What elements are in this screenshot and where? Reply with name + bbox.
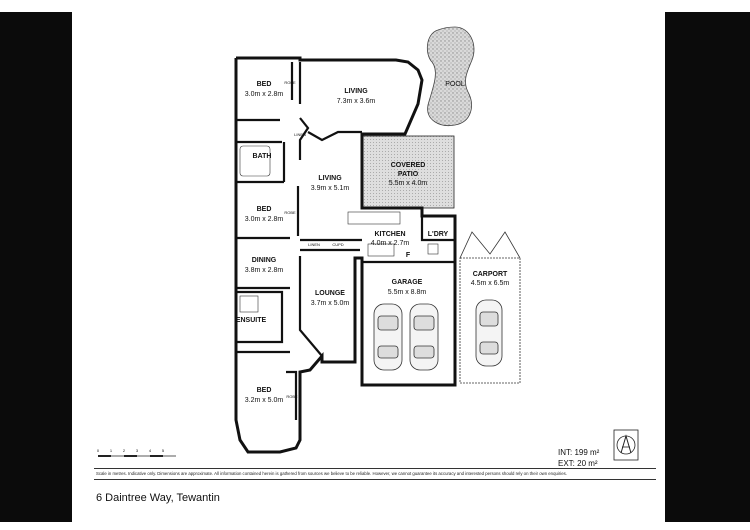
room-bed3-size: 3.2m x 5.0m [245,397,284,404]
scale-bar: 0 1 2 3 4 5 [97,448,176,457]
label-robe-3: ROBE [286,394,298,399]
scale-tick-3: 3 [136,448,139,453]
room-bed3-name: BED [257,387,272,394]
disclaimer-text: Scale in metres. Indicative only. Dimens… [96,471,567,476]
scale-tick-4: 4 [149,448,152,453]
scale-tick-2: 2 [123,448,126,453]
room-bed1-size: 3.0m x 2.8m [245,91,284,98]
room-bed2-size: 3.0m x 2.8m [245,216,284,223]
room-kitchen-name: KITCHEN [374,231,405,238]
room-lounge-size: 3.7m x 5.0m [311,300,350,307]
bay-window-living [395,59,423,81]
wall-bed3-robe [286,370,298,420]
label-linen-2: LINEN [308,242,320,247]
kitchen-bench [347,211,401,225]
wall-living-angle [307,130,362,142]
right-black-border [665,12,750,522]
label-cupd: CUPD [332,242,343,247]
room-patio-name2: PATIO [398,171,419,178]
external-area: EXT: 20 m² [558,459,598,468]
room-living2-size: 3.9m x 5.1m [311,185,350,192]
room-patio-size: 5.5m x 4.0m [389,180,428,187]
laundry-tub [427,243,439,255]
scale-tick-5: 5 [162,448,165,453]
carport-roof [459,231,521,259]
label-linen-1: LINEN [294,132,306,137]
room-living1-size: 7.3m x 3.6m [337,98,376,105]
room-dining-size: 3.8m x 2.8m [245,267,284,274]
room-patio-name1: COVERED [391,162,426,169]
wall-ensuite [236,290,284,344]
wall-lounge-left [298,256,323,357]
pool-shape [426,26,475,127]
room-bath-name: BATH [253,153,272,160]
divider-bottom [94,479,656,480]
car-garage-left [373,303,403,371]
ensuite-shower [239,295,259,313]
room-ensuite-name: ENSUITE [236,317,267,324]
wall-laundry [420,216,455,242]
room-labels: BED 3.0m x 2.8m LIVING 7.3m x 3.6m POOL … [236,80,510,404]
room-kitchen-size: 4.0m x 2.7m [371,240,410,247]
property-address: 6 Daintree Way, Tewantin [96,492,220,504]
bath-tub [239,145,271,177]
label-robe-1: ROBE [284,80,296,85]
room-garage-size: 5.5m x 8.8m [388,289,427,296]
room-carport-name: CARPORT [473,271,508,278]
north-arrow-icon [613,429,639,461]
internal-area: INT: 199 m² [558,448,600,457]
room-laundry-name: L'DRY [428,231,449,238]
room-garage-name: GARAGE [392,279,423,286]
label-robe-2: ROBE [284,210,296,215]
room-pool-name: POOL [445,81,465,88]
kitchen-island [367,243,395,257]
room-dining-name: DINING [252,257,277,264]
divider-top [94,468,656,469]
room-carport-size: 4.5m x 6.5m [471,280,510,287]
room-bed1-name: BED [257,81,272,88]
room-lounge-name: LOUNGE [315,290,345,297]
label-fridge: F [406,252,411,259]
room-living1-name: LIVING [344,88,368,95]
left-black-border [0,12,72,522]
wall-hall-angle [298,117,310,160]
room-bed2-name: BED [257,206,272,213]
car-carport [475,299,503,367]
scale-tick-0: 0 [97,448,100,453]
scale-tick-1: 1 [110,448,113,453]
room-living2-name: LIVING [318,175,342,182]
carport-outline [459,257,521,384]
car-garage-right [409,303,439,371]
